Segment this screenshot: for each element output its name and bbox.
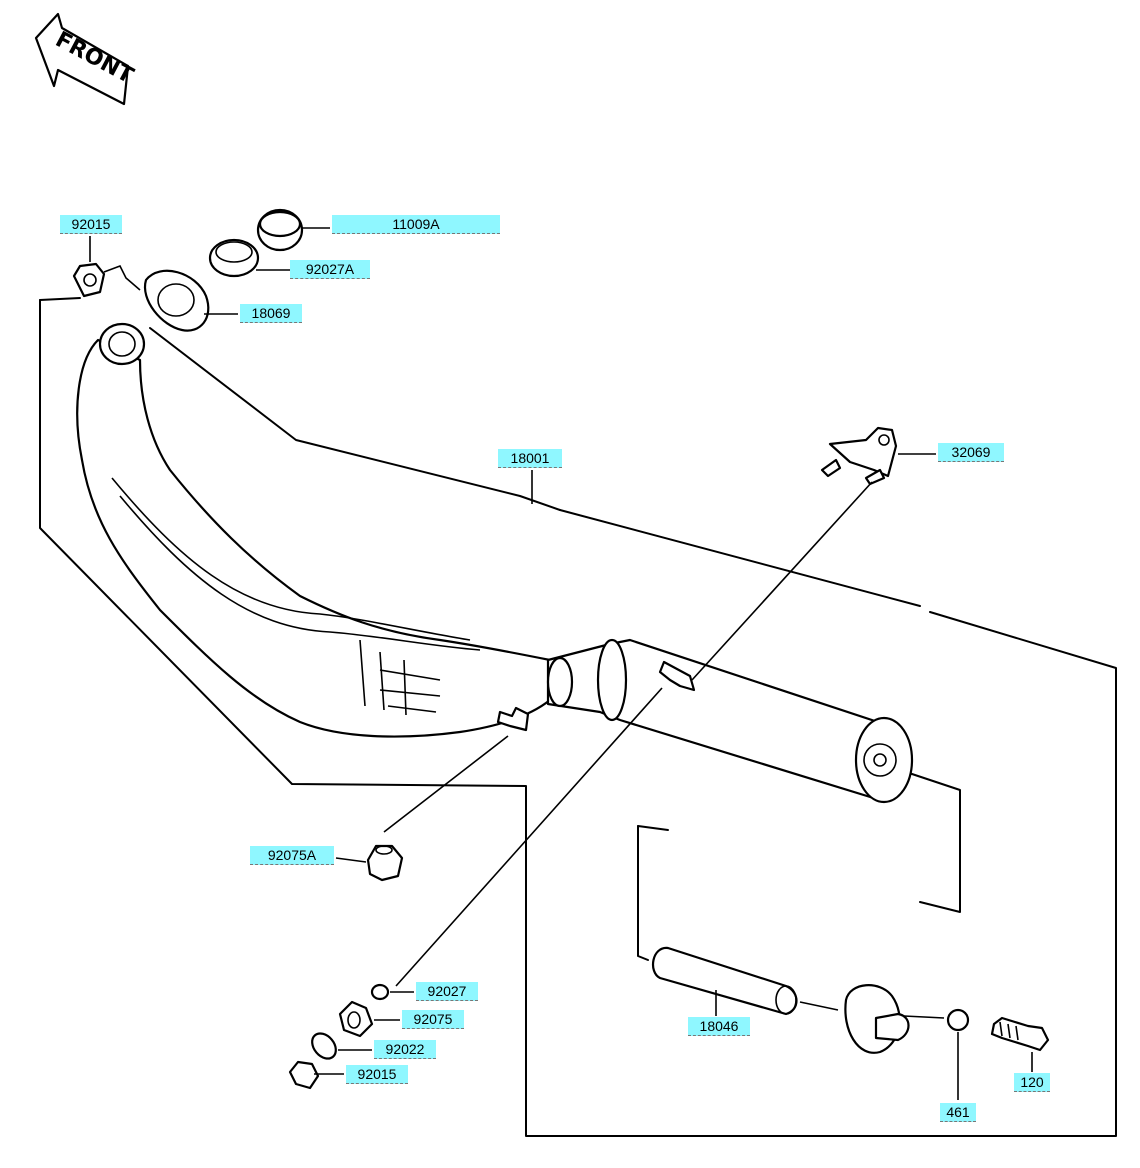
nut-92015-top-icon	[72, 262, 141, 298]
pipe-bracket-icon	[496, 706, 530, 732]
part-label-92075[interactable]: 92075	[402, 1010, 464, 1029]
part-label-92022[interactable]: 92022	[374, 1040, 436, 1059]
washer-461-icon	[946, 1008, 970, 1032]
grommet-92075-icon	[338, 1000, 374, 1038]
bolt-120-icon	[990, 1016, 1050, 1052]
washer-92022-icon	[311, 1032, 337, 1060]
part-label-92027[interactable]: 92027	[416, 982, 478, 1001]
part-label-92015-top[interactable]: 92015	[60, 215, 122, 234]
part-label-461[interactable]: 461	[940, 1103, 976, 1122]
part-label-32069[interactable]: 32069	[938, 443, 1004, 462]
grommet-92075a-icon	[366, 844, 404, 882]
assembly-frame-lines	[39, 297, 1117, 1137]
bracket-32069-icon	[820, 426, 898, 486]
part-label-92075a[interactable]: 92075A	[250, 846, 334, 865]
muffler-icon	[546, 638, 914, 804]
end-cap-icon	[844, 984, 910, 1054]
part-label-92015-bottom[interactable]: 92015	[346, 1065, 408, 1084]
flange-18069-icon	[143, 269, 210, 332]
packing-18046-icon	[651, 946, 798, 1016]
nut-92015-bottom-icon	[288, 1060, 320, 1090]
part-label-18069[interactable]: 18069	[240, 304, 302, 323]
part-label-120[interactable]: 120	[1014, 1073, 1050, 1092]
gasket-11009a-icon	[256, 208, 304, 252]
part-label-18046[interactable]: 18046	[688, 1017, 750, 1036]
part-label-18001[interactable]: 18001	[498, 449, 562, 468]
exhaust-pipe-icon	[76, 322, 552, 738]
part-label-11009a[interactable]: 11009A	[332, 215, 500, 234]
front-arrow-icon: FRONT	[34, 12, 137, 106]
collar-92027-icon	[370, 983, 390, 1001]
part-label-92027a[interactable]: 92027A	[290, 260, 370, 279]
collar-92027a-icon	[208, 238, 260, 278]
leader-lines	[89, 227, 1033, 1100]
